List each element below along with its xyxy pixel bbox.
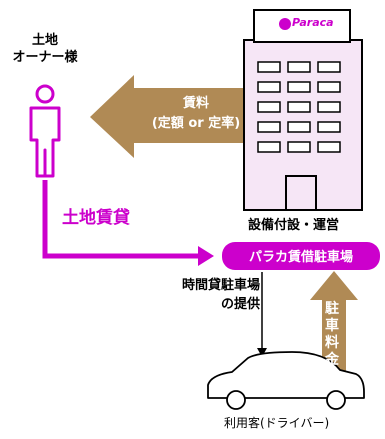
building-door bbox=[285, 175, 317, 211]
land-lease-arrowhead bbox=[198, 246, 214, 266]
rent-label-line2: (定額 or 定率) bbox=[151, 116, 241, 131]
owner-label-line1: 土地 bbox=[31, 33, 58, 48]
building-caption: 設備付設・運営 bbox=[248, 218, 340, 233]
car-icon bbox=[207, 351, 365, 410]
parking-fee-label: 駐車料金 bbox=[325, 301, 339, 368]
owner-person-icon bbox=[29, 84, 61, 178]
logo-mark-icon bbox=[279, 18, 291, 30]
building-logo-text: Paraca bbox=[292, 16, 334, 29]
owner-label-line2: オーナー様 bbox=[12, 50, 78, 65]
rent-label-line1: 賃料 bbox=[182, 96, 209, 111]
parking-fee-arrow bbox=[310, 271, 358, 372]
provide-label-line1: 時間貸駐車場 bbox=[181, 278, 260, 293]
building-windows bbox=[257, 61, 341, 153]
rent-label: 賃料 (定額 or 定率) bbox=[136, 94, 256, 134]
parking-banner-label: パラカ賃借駐車場 bbox=[248, 250, 353, 265]
building-sign bbox=[253, 9, 351, 43]
building-icon bbox=[243, 9, 363, 211]
owner-label: 土地 オーナー様 bbox=[2, 32, 88, 66]
customer-label: 利用客(ドライバー) bbox=[224, 416, 330, 430]
provide-label: 時間貸駐車場 の提供 bbox=[150, 276, 260, 314]
parking-banner-box bbox=[222, 242, 380, 270]
provide-arrowhead bbox=[257, 348, 267, 357]
land-lease-connector bbox=[42, 180, 200, 259]
rent-arrow bbox=[90, 75, 257, 158]
land-lease-label: 土地賃貸 bbox=[62, 208, 130, 228]
provide-label-line2: の提供 bbox=[220, 297, 260, 312]
